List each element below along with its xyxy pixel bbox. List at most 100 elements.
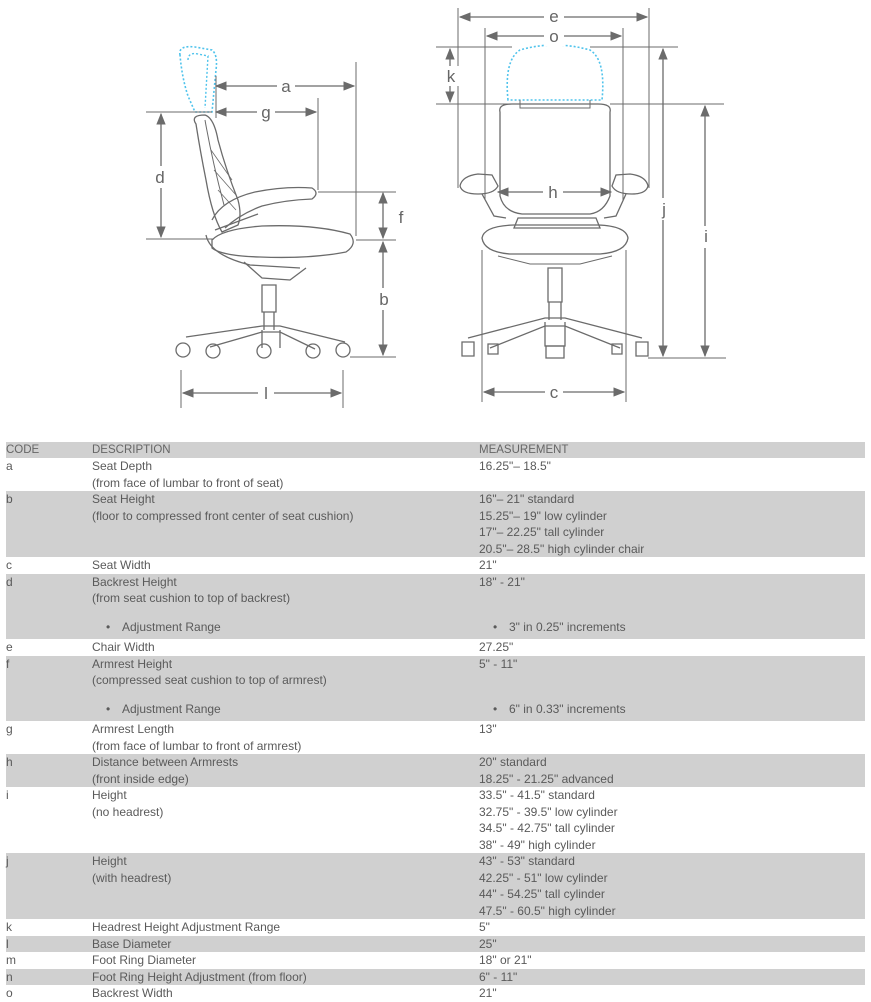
- spacer: [479, 475, 865, 492]
- row-measurement: 25": [479, 936, 865, 953]
- label-l: l: [264, 384, 268, 403]
- spacer: [479, 738, 865, 755]
- spacer: [92, 607, 479, 619]
- spacer: [479, 689, 865, 701]
- row-code: i: [6, 788, 9, 802]
- description-line: Seat Width: [92, 558, 151, 572]
- row-measurement: 18" - 21" 3" in 0.25" increments: [479, 574, 865, 640]
- label-f: f: [399, 208, 404, 227]
- adjustment-range-value: 6" in 0.33" increments: [479, 701, 865, 718]
- row-code: n: [6, 969, 13, 984]
- description-line: Height: [92, 854, 127, 868]
- row-description: Base Diameter: [92, 936, 479, 953]
- measurement-line: 15.25"– 19" low cylinder: [479, 508, 607, 523]
- table-row: f Armrest Height (compressed seat cushion …: [6, 655, 865, 722]
- row-description: Backrest Height(from seat cushion to top…: [92, 574, 479, 640]
- row-code: g: [6, 722, 13, 736]
- row-description: Armrest Height (compressed seat cushion t…: [92, 656, 479, 722]
- row-description: Seat Width: [92, 557, 479, 574]
- measurement-line: 16"– 21" standard: [479, 492, 575, 506]
- specifications-table: CODE DESCRIPTION MEASUREMENT a Seat Depth…: [6, 442, 865, 1002]
- row-description: Chair Width: [92, 639, 479, 656]
- description-line: Distance between Armrests: [92, 755, 239, 769]
- measurement-line: 20.5"– 28.5" high cylinder chair: [479, 541, 645, 556]
- table-row: o Backrest Width 21": [6, 985, 865, 1002]
- description-line: Armrest Height: [92, 656, 173, 671]
- label-g: g: [261, 103, 270, 122]
- measurement-line: 47.5" - 60.5" high cylinder: [479, 903, 616, 918]
- measurement-line: 38" - 49" high cylinder: [479, 837, 596, 852]
- description-line: Armrest Length: [92, 722, 175, 736]
- measurement-line: 13": [479, 722, 497, 736]
- measurement-line: 27.25": [479, 640, 514, 654]
- adjustment-range-value: 3" in 0.25" increments: [479, 619, 865, 636]
- table-row: k Headrest Height Adjustment Range 5": [6, 919, 865, 936]
- description-line: (from face of lumbar to front of seat): [92, 475, 284, 490]
- row-code: e: [6, 640, 13, 654]
- header-code: CODE: [6, 444, 40, 456]
- row-measurement: 5": [479, 919, 865, 936]
- row-code: l: [6, 936, 9, 951]
- measurement-line: 5": [479, 920, 490, 934]
- row-code: k: [6, 920, 12, 934]
- description-line: (from seat cushion to top of backrest): [92, 591, 291, 605]
- measurement-line: 25": [479, 936, 497, 951]
- table-row: a Seat Depth (from face of lumbar to front…: [6, 458, 865, 491]
- side-view-chair: [175, 45, 354, 359]
- measurement-line: 16.25"– 18.5": [479, 459, 551, 473]
- row-description: Height (with headrest): [92, 853, 479, 919]
- row-code: h: [6, 755, 13, 769]
- row-measurement: 27.25": [479, 639, 865, 656]
- description-line: Height: [92, 788, 127, 802]
- row-description: Armrest Length(from face of lumbar to fr…: [92, 721, 479, 754]
- row-description: Seat Depth (from face of lumbar to front …: [92, 458, 479, 491]
- chair-diagram-svg: a g d f b l e o k h j i c: [146, 6, 726, 408]
- description-line: Backrest Width: [92, 986, 173, 1000]
- description-line: Headrest Height Adjustment Range: [92, 920, 281, 934]
- adjustment-range-label: Adjustment Range: [92, 701, 479, 718]
- measurement-line: 20" standard: [479, 755, 547, 769]
- row-measurement: 13": [479, 721, 865, 754]
- measurement-line: 43" - 53" standard: [479, 854, 575, 868]
- front-view-dimensions: [436, 8, 726, 402]
- measurement-line: 6" - 11": [479, 969, 518, 984]
- label-a: a: [281, 77, 291, 96]
- description-line: (front inside edge): [92, 771, 189, 786]
- row-code: o: [6, 986, 13, 1000]
- header-measurement: MEASUREMENT: [479, 444, 569, 456]
- description-line: Seat Height: [92, 492, 155, 506]
- row-description: Distance between Armrests (front inside e…: [92, 754, 479, 787]
- label-o: o: [549, 27, 558, 46]
- measurement-line: 18" - 21": [479, 574, 525, 589]
- description-line: Base Diameter: [92, 936, 172, 951]
- row-code: a: [6, 459, 13, 473]
- description-line: Foot Ring Diameter: [92, 953, 197, 967]
- description-line: (compressed seat cushion to top of armre…: [92, 673, 327, 687]
- table-header: CODE DESCRIPTION MEASUREMENT: [6, 442, 865, 458]
- description-line: (floor to compressed front center of sea…: [92, 508, 354, 523]
- row-code: j: [6, 854, 9, 868]
- row-code: b: [6, 492, 13, 506]
- label-e: e: [549, 7, 558, 26]
- row-code: m: [6, 953, 16, 967]
- dimension-labels: a g d f b l e o k h j i c: [151, 6, 714, 403]
- measurement-line: 5" - 11": [479, 656, 518, 671]
- description-line: (with headrest): [92, 870, 172, 885]
- measurement-line: 21": [479, 986, 497, 1000]
- row-description: Height (no headrest): [92, 787, 479, 853]
- row-code: f: [6, 656, 10, 671]
- spacer: [479, 607, 865, 619]
- description-line: (no headrest): [92, 804, 164, 819]
- measurement-line: 42.25" - 51" low cylinder: [479, 870, 608, 885]
- label-c: c: [550, 383, 559, 402]
- chair-dimension-diagram: a g d f b l e o k h j i c: [0, 0, 871, 425]
- label-k: k: [447, 67, 456, 86]
- measurement-line: 44" - 54.25" tall cylinder: [479, 887, 605, 901]
- row-measurement: 16"– 21" standard 15.25"– 19" low cylinde…: [479, 491, 865, 557]
- label-h: h: [548, 183, 557, 202]
- description-line: Seat Depth: [92, 459, 153, 473]
